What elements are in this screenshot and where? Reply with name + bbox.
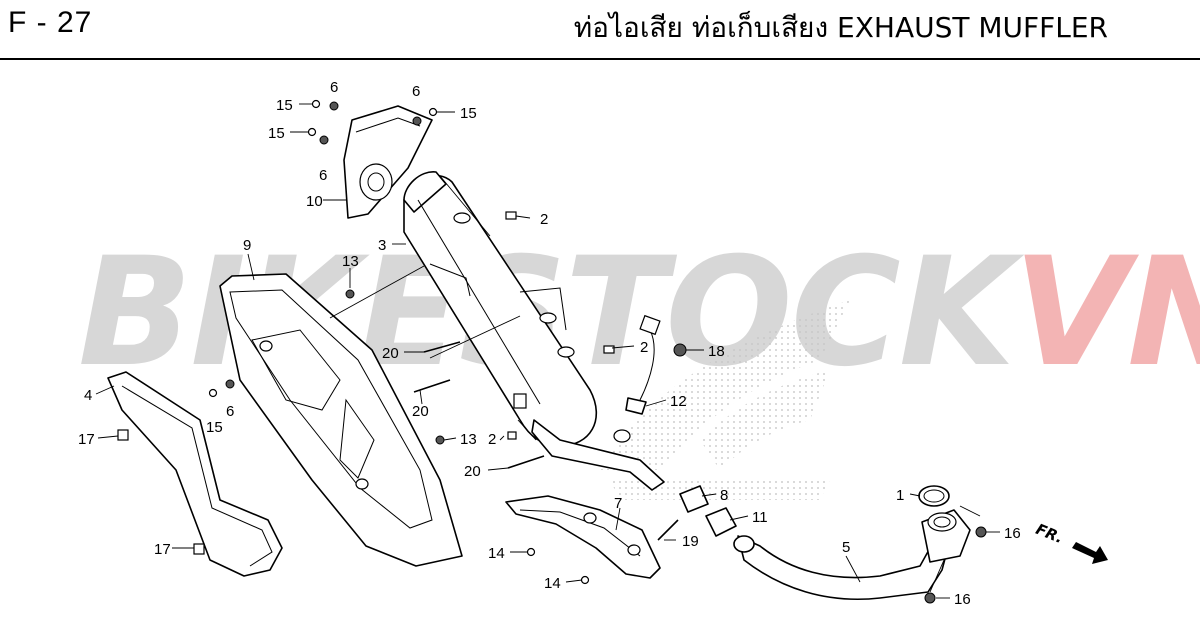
callout-6: 6 (226, 403, 234, 420)
callout-15: 15 (206, 419, 223, 436)
heat-protector (107, 371, 283, 577)
callout-17: 17 (78, 431, 95, 448)
callout-2: 2 (540, 211, 548, 228)
callout-9: 9 (243, 237, 251, 254)
callout-13: 13 (460, 431, 477, 448)
callout-11: 11 (752, 509, 768, 526)
header-divider (0, 58, 1200, 60)
callout-17: 17 (154, 541, 171, 558)
page-title: ท่อไอเสีย ท่อเก็บเสียง EXHAUST MUFFLER (573, 11, 1108, 44)
watermark-accent: VN (1013, 226, 1200, 400)
callout-8: 8 (720, 487, 728, 504)
callout-3: 3 (378, 237, 386, 254)
callout-14: 14 (488, 545, 505, 562)
callout-10: 10 (306, 193, 323, 210)
callout-20: 20 (464, 463, 481, 480)
callout-20: 20 (382, 345, 399, 362)
end-cap-cover (343, 105, 433, 219)
callout-15: 15 (276, 97, 293, 114)
callout-20: 20 (412, 403, 429, 420)
brand-wing-logo (600, 300, 850, 500)
page-code: F - 27 (8, 6, 93, 39)
callout-19: 19 (682, 533, 699, 550)
callout-15: 15 (268, 125, 285, 142)
callout-4: 4 (84, 387, 92, 404)
callout-14: 14 (544, 575, 561, 592)
oxygen-sensor (625, 314, 661, 415)
fasteners (117, 99, 987, 604)
callout-12: 12 (670, 393, 687, 410)
callout-5: 5 (842, 539, 850, 556)
rubber-mount (705, 507, 737, 537)
clamp-band (679, 485, 709, 513)
lower-guard (505, 495, 661, 579)
callout-7: 7 (614, 495, 622, 512)
callout-16: 16 (1004, 525, 1021, 542)
heat-shield (219, 273, 463, 567)
callout-2: 2 (488, 431, 496, 448)
callout-15: 15 (460, 105, 477, 122)
callout-16: 16 (954, 591, 971, 608)
callout-6: 6 (330, 79, 338, 96)
callout-labels: 15 6 15 6 6 15 10 3 2 9 13 2 18 20 4 6 1… (78, 79, 1021, 608)
callout-6: 6 (412, 83, 420, 100)
callout-6: 6 (319, 167, 327, 184)
callout-13: 13 (342, 253, 359, 270)
callout-2: 2 (640, 339, 648, 356)
front-direction-arrow (1072, 542, 1108, 564)
callout-1: 1 (896, 487, 904, 504)
leader-lines (95, 103, 1000, 599)
muffler-body (403, 171, 665, 491)
callout-18: 18 (708, 343, 725, 360)
exhaust-pipe (733, 509, 971, 601)
